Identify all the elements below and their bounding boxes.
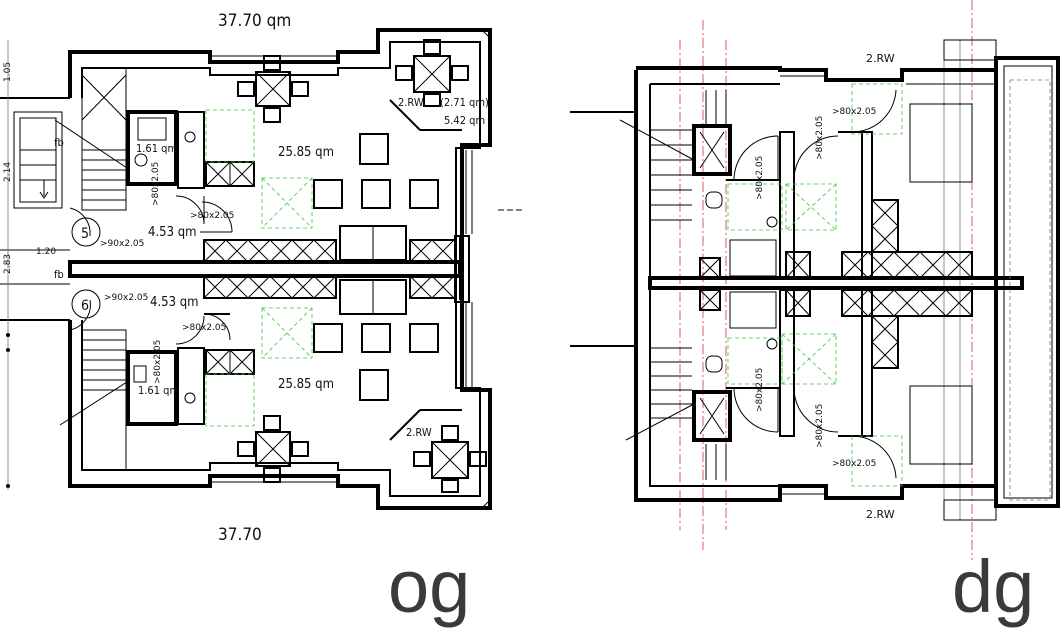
dg-door-6: >80x2.05	[755, 368, 765, 412]
og-area-top: 37.70 qm	[218, 11, 291, 31]
og-fb-top: fb	[54, 136, 64, 149]
og-room-bottom: 25.85 qm	[278, 377, 334, 392]
og-balcony-top-area: 5.42 qm	[444, 114, 485, 127]
og-balcony-table-top	[395, 39, 469, 107]
dg-plan: 2.RW 2.RW >80x2.05 >80x2.05 >80x2.05 >80…	[570, 0, 1060, 560]
og-dim-4: 2.14	[3, 162, 13, 182]
og-fb-bottom: fb	[54, 268, 64, 281]
og-cupboards	[203, 239, 456, 299]
og-plan: 37.70 qm 37.70 2.RW (2.71 qm) 5.42 qm 2.…	[0, 11, 525, 545]
og-entry-bottom: >90x2.05	[104, 293, 148, 303]
dg-door-3: >80x2.05	[815, 116, 825, 160]
dg-door-2: >80x2.05	[832, 459, 876, 469]
og-balcony-top-code: 2.RW	[398, 96, 424, 109]
og-door-b: >80x2.05	[182, 323, 226, 333]
og-dining-top	[237, 55, 309, 123]
floor-label-dg: dg	[952, 545, 1034, 628]
og-seating-bottom	[261, 307, 439, 401]
unit-5-marker	[71, 217, 101, 247]
og-balcony-bottom-code: 2.RW	[406, 426, 432, 439]
dg-rw-bottom: 2.RW	[866, 508, 895, 521]
og-room-top: 25.85 qm	[278, 145, 334, 160]
og-dim-2: 2.83	[3, 254, 13, 274]
og-kitchen-top	[205, 109, 255, 187]
og-balcony-table-bottom	[413, 425, 487, 493]
og-bathroom-bottom	[126, 347, 205, 426]
og-balcony-top-area-paren: (2.71 qm)	[440, 96, 489, 109]
dg-door-1: >80x2.05	[832, 107, 876, 117]
og-bathroom-top	[126, 110, 205, 189]
og-party-wall	[68, 260, 462, 278]
og-area-bottom: 37.70	[218, 525, 262, 545]
dg-stairs-top	[619, 90, 727, 221]
og-unit-6-label: 6	[81, 298, 89, 314]
og-door-a: >80x2.05	[190, 211, 234, 221]
dg-rw-top: 2.RW	[866, 52, 895, 65]
og-hall-top: 4.53 qm	[148, 225, 197, 240]
dg-door-5: >80x2.05	[755, 156, 765, 200]
dg-cupboards	[699, 199, 973, 369]
dg-stairs-bottom	[625, 347, 727, 480]
og-entry-top: >90x2.05	[100, 239, 144, 249]
og-stairs-top	[54, 67, 131, 211]
og-door-d: >80x2.05	[153, 340, 163, 384]
og-hall-bottom: 4.53 qm	[150, 295, 199, 310]
og-door-c: >80x2.05	[151, 162, 161, 206]
unit-6-marker	[71, 289, 101, 319]
og-dim-3: 1.05	[3, 62, 13, 82]
dg-door-4: >80x2.05	[815, 404, 825, 448]
og-seating-top	[261, 133, 439, 229]
og-unit-5-label: 5	[81, 226, 89, 242]
og-bath-bottom: 1.61 qm	[138, 384, 179, 397]
og-kitchen-bottom	[205, 349, 255, 427]
og-dim-1: 1.20	[36, 247, 56, 257]
floor-label-og: og	[388, 545, 470, 628]
og-bath-top: 1.61 qm	[136, 142, 177, 155]
